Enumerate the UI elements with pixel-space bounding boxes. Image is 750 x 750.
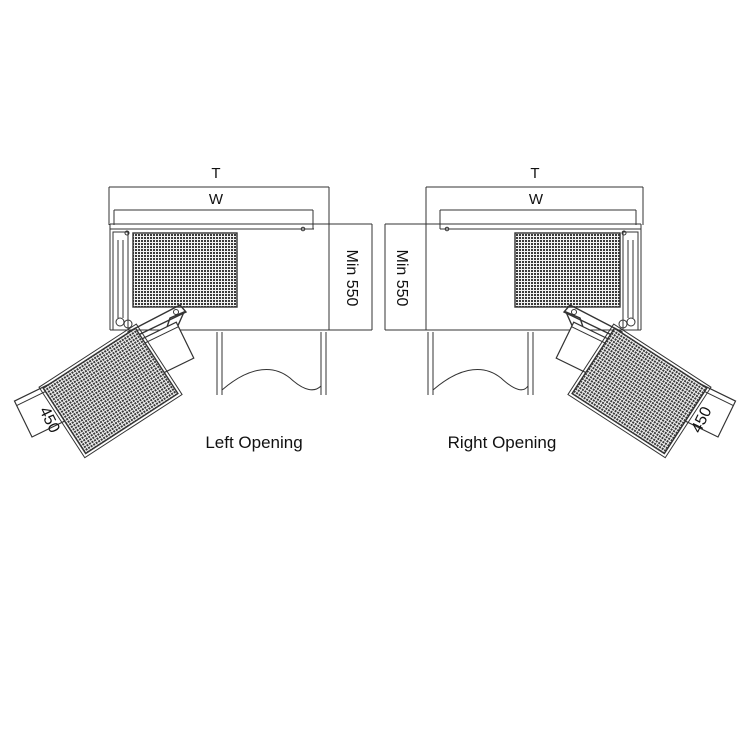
right-front-basket [567, 323, 712, 459]
right-cabinet-carcass [384, 223, 642, 331]
left-front-basket [38, 323, 183, 459]
left-w-dimension-line [113, 209, 314, 229]
left-w-label: W [209, 191, 224, 208]
right-depth-label: Min 550 [393, 250, 410, 307]
right-w-label: W [529, 191, 544, 208]
right-opening-caption: Right Opening [448, 433, 557, 452]
left-t-dimension-line [108, 186, 330, 330]
left-opening-caption: Left Opening [205, 433, 302, 452]
left-cabinet-carcass [109, 223, 373, 331]
left-t-label: T [211, 165, 220, 182]
right-w-dimension-line [439, 209, 637, 229]
right-t-dimension-line [425, 186, 644, 330]
left-lower-cabinet [216, 332, 327, 395]
right-back-basket [514, 232, 621, 308]
left-opening-diagram: T W [13, 165, 373, 459]
left-back-basket [132, 232, 238, 308]
right-t-label: T [530, 165, 539, 182]
right-lower-cabinet [427, 332, 534, 395]
right-opening-diagram: T W [384, 165, 737, 459]
left-side-panel [112, 230, 133, 331]
left-depth-label: Min 550 [343, 250, 360, 307]
right-side-panel [618, 230, 639, 331]
